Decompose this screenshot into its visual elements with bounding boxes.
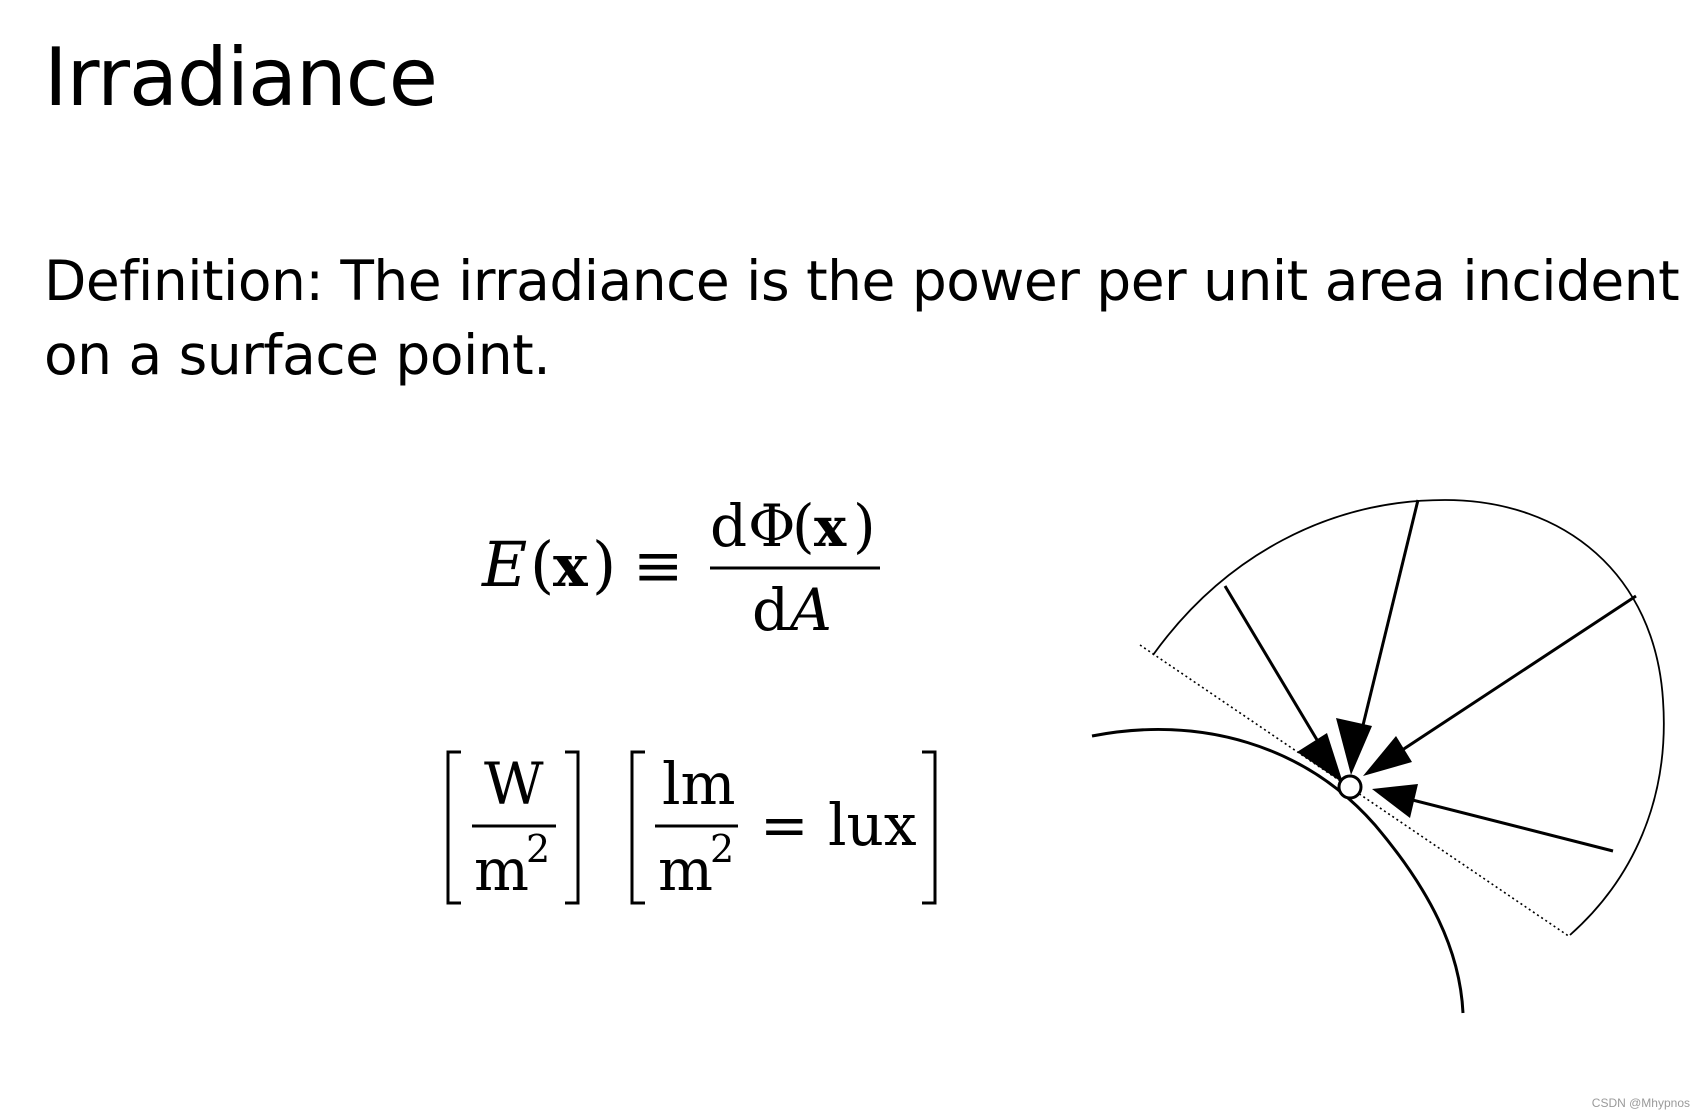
irradiance-formula: E ( x ) ≡ d Φ ( x ) d A [481, 492, 880, 644]
unit-2-right-bracket [922, 750, 937, 905]
formula-lhs-close-paren: ) [592, 528, 616, 601]
formula-numerator-phi: Φ [748, 492, 796, 560]
incident-ray-2-arrowhead [1336, 718, 1372, 775]
unit-1-denominator-m: m [474, 836, 529, 904]
definition-text: Definition: The irradiance is the power … [44, 244, 1684, 392]
incident-ray-3 [1377, 594, 1637, 768]
incident-ray-4-arrowhead [1372, 784, 1418, 818]
slide-title: Irradiance [44, 31, 438, 124]
irradiance-units: W m 2 lm m 2 = lux [446, 750, 937, 905]
surface-curve [1091, 728, 1465, 1014]
unit-2-numerator: lm [662, 750, 736, 818]
irradiance-diagram [1091, 499, 1665, 1014]
unit-2-equals-sign: = [760, 791, 809, 859]
watermark: CSDN @Mhypnos [1591, 1096, 1690, 1110]
incident-ray-2 [1353, 499, 1420, 759]
incident-ray-4 [1392, 793, 1614, 853]
formula-lhs-x: x [553, 532, 588, 600]
unit-2-denominator-exponent: 2 [710, 827, 734, 871]
formula-numerator-open-paren: ( [792, 492, 815, 560]
formula-symbol-E: E [481, 528, 527, 601]
incident-ray-1 [1223, 585, 1337, 771]
unit-2-denominator-m: m [658, 836, 713, 904]
unit-2-lux: lux [828, 791, 917, 859]
unit-1-numerator: W [484, 750, 544, 818]
unit-2-left-bracket [630, 750, 645, 905]
formula-denominator-d: d [752, 576, 789, 644]
formula-numerator-x: x [814, 495, 847, 559]
tangent-plane-line [1139, 644, 1571, 938]
unit-1-left-bracket [446, 750, 461, 905]
formula-lhs-open-paren: ( [530, 528, 554, 601]
unit-1-denominator-exponent: 2 [526, 827, 550, 871]
formula-numerator-close-paren: ) [853, 492, 876, 560]
incident-ray-3-arrowhead [1363, 736, 1412, 776]
incident-ray-1-arrowhead [1297, 733, 1343, 783]
definition-line-2: on a surface point. [44, 323, 551, 387]
hemisphere-arc [1152, 499, 1665, 936]
unit-1-right-bracket [565, 750, 580, 905]
surface-point-marker [1337, 774, 1363, 800]
formula-equiv-sign: ≡ [633, 531, 683, 601]
formula-numerator-d: d [710, 492, 747, 560]
definition-line-1: Definition: The irradiance is the power … [44, 249, 1680, 313]
formula-denominator-A: A [785, 576, 832, 644]
